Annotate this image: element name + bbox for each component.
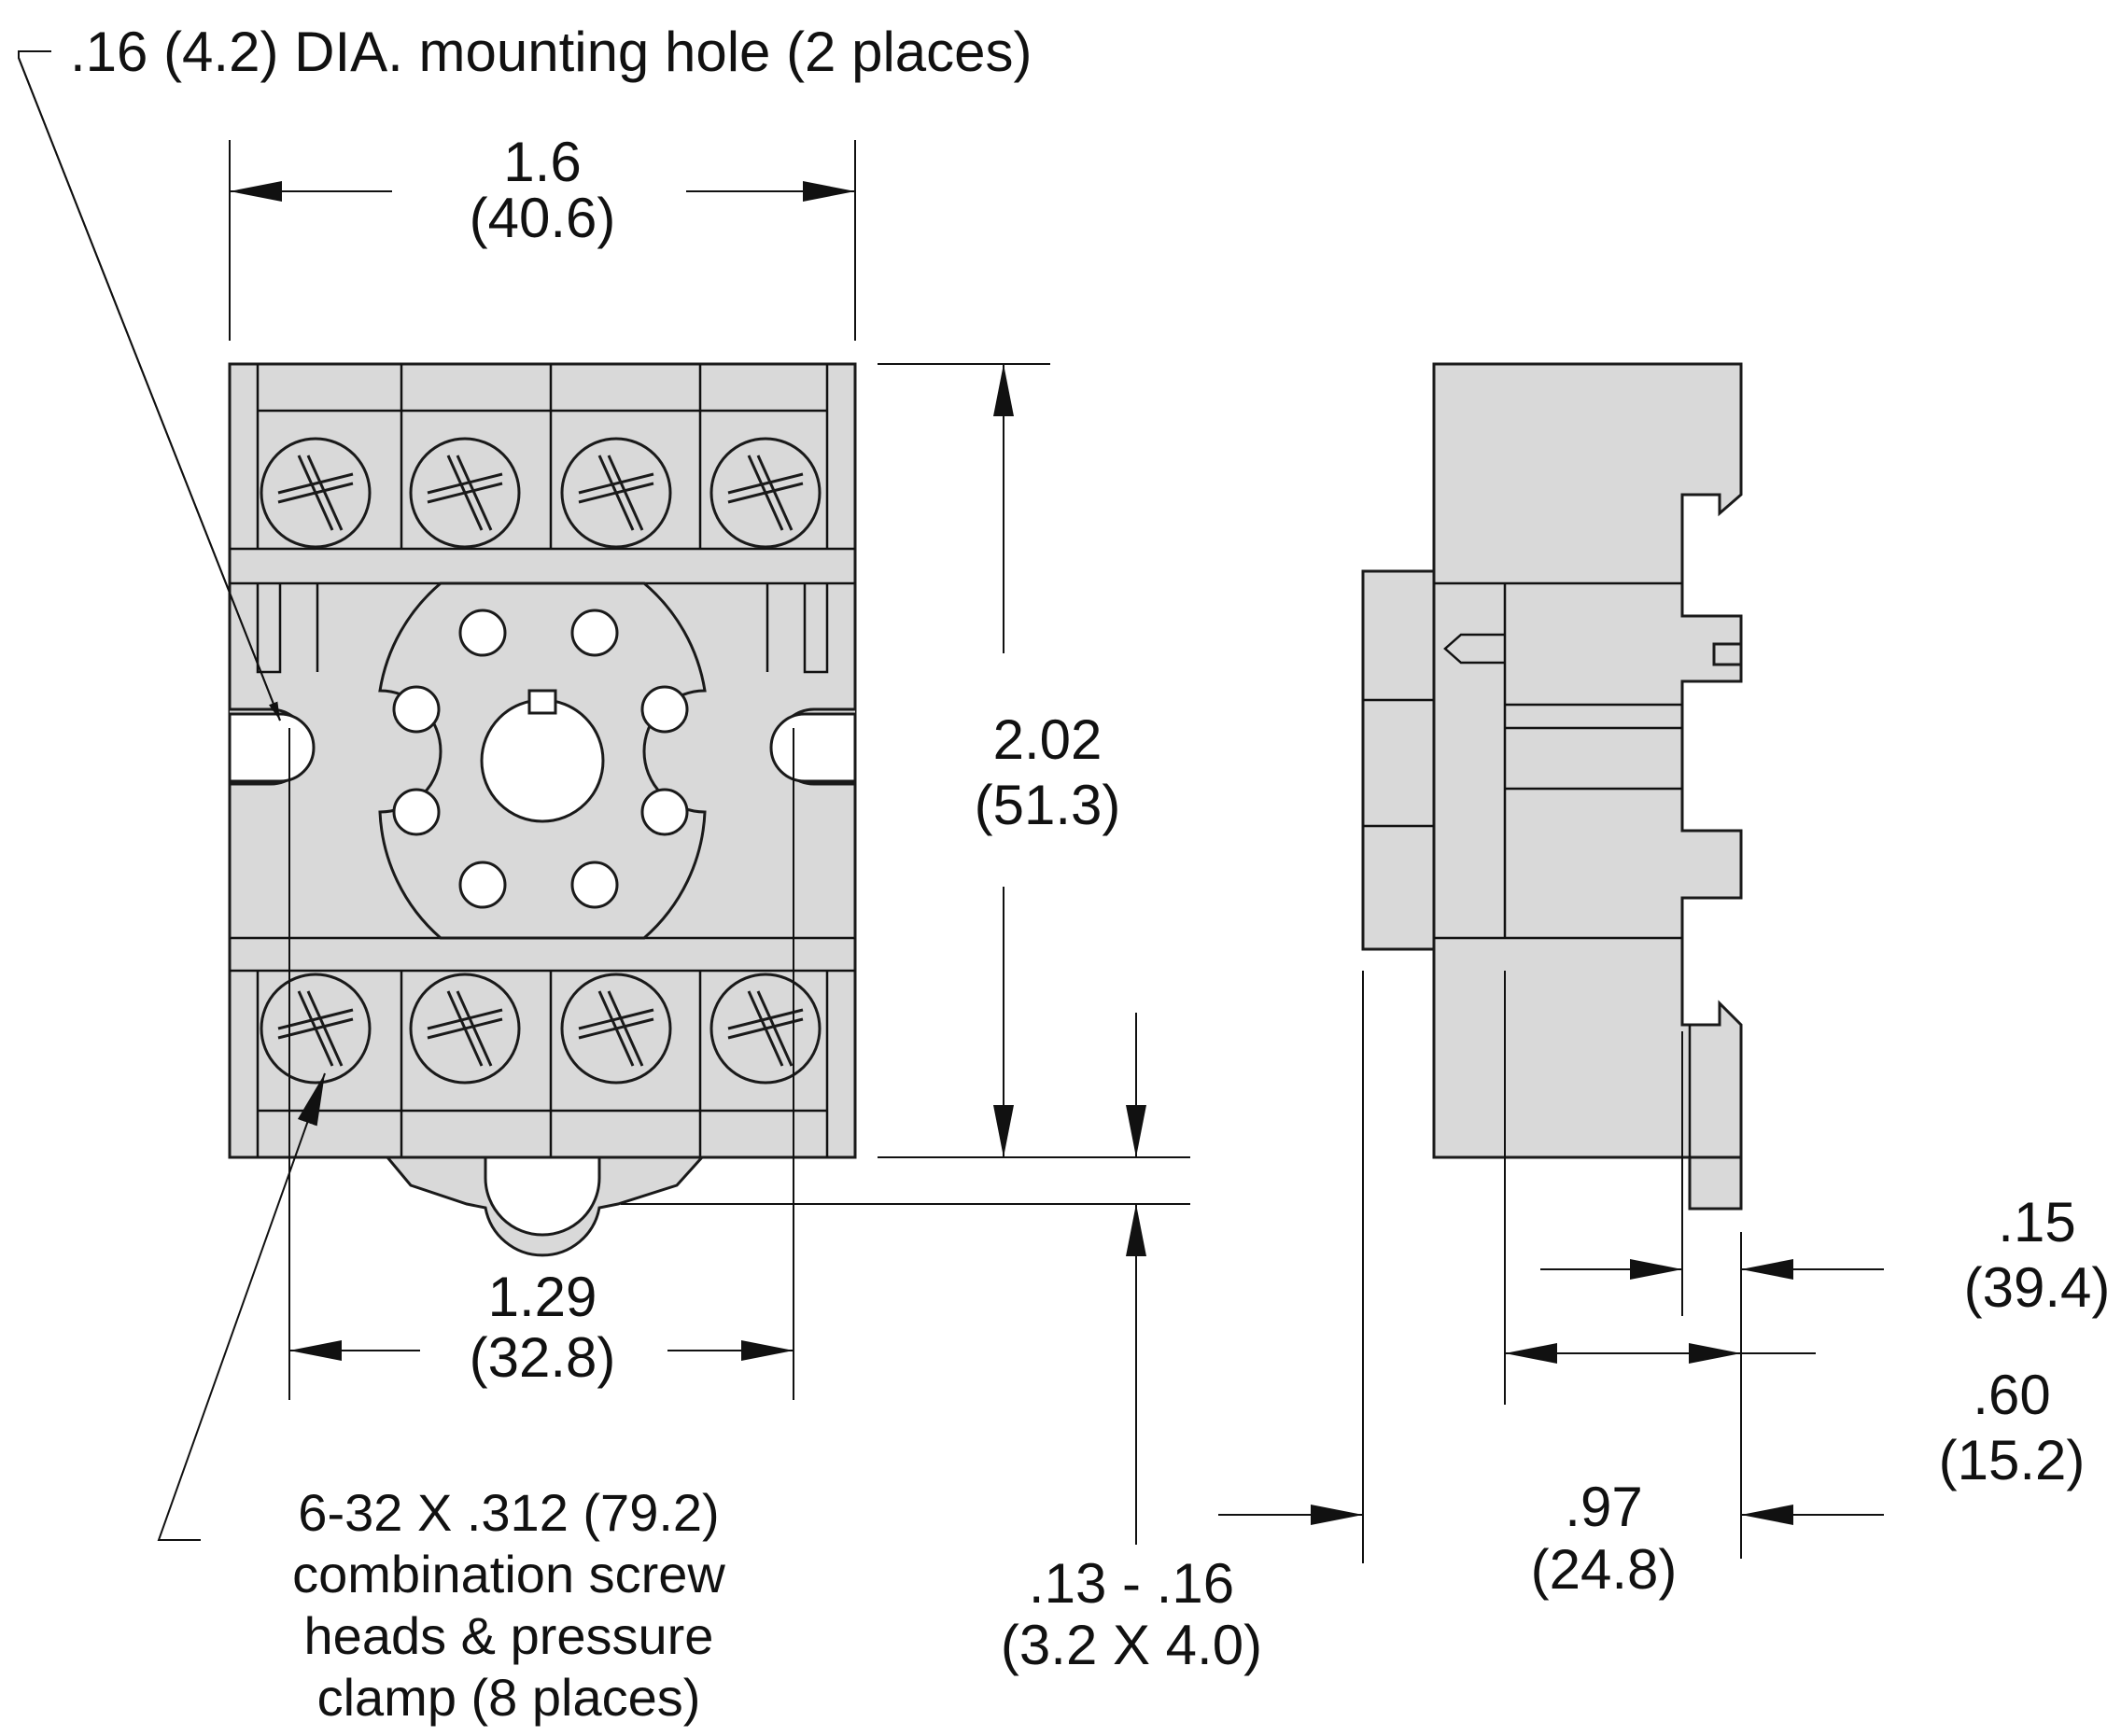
height-dim-mm: (51.3)	[975, 774, 1121, 836]
slot-dimension: .13 - .16 (3.2 X 4.0)	[621, 1013, 1262, 1676]
top-screws	[260, 437, 822, 549]
pin-hole	[392, 685, 441, 734]
dim-a-mm: (39.4)	[1964, 1256, 2111, 1319]
front-view: 1.6 (40.6) 2.02 (51.3) 1.29 (32.8) .13	[18, 21, 1262, 1727]
dim-b: .60 (15.2)	[1504, 971, 2086, 1525]
pin-hole	[392, 788, 441, 836]
hole-spacing-dimension: 1.29 (32.8)	[288, 728, 794, 1400]
pin-hole	[570, 861, 619, 909]
screw-head-icon	[260, 973, 372, 1085]
screw-head-icon	[560, 973, 672, 1085]
spacing-dim-inch: 1.29	[488, 1266, 597, 1328]
dim-c-inch: .97	[1565, 1476, 1642, 1538]
screw-note-line2: combination screw	[292, 1545, 725, 1603]
dim-b-inch: .60	[1973, 1364, 2050, 1426]
height-dimension: 2.02 (51.3)	[878, 363, 1190, 1158]
screw-head-icon	[560, 437, 672, 549]
dim-b-mm: (15.2)	[1939, 1429, 2086, 1491]
pin-hole	[458, 861, 507, 909]
front-face-module	[1361, 569, 1436, 951]
dim-c-mm: (24.8)	[1531, 1538, 1678, 1601]
slot-dim-mm: (3.2 X 4.0)	[1001, 1614, 1262, 1676]
width-dim-mm: (40.6)	[470, 187, 616, 249]
pin-holes	[392, 609, 689, 909]
spacing-dim-mm: (32.8)	[470, 1326, 616, 1389]
width-dim-inch: 1.6	[503, 131, 581, 193]
pin-hole	[640, 788, 689, 836]
screw-head-icon	[409, 973, 521, 1085]
center-key-hole	[480, 698, 605, 823]
height-dim-inch: 2.02	[993, 708, 1103, 771]
screw-head-icon	[409, 437, 521, 549]
screw-head-icon	[260, 437, 372, 549]
mounting-hole-leader: .16 (4.2) DIA. mounting hole (2 places)	[18, 21, 1032, 721]
pin-hole	[640, 685, 689, 734]
key-notch	[527, 689, 557, 715]
side-view: .15 (39.4) .60 (15.2) .97 (24.8)	[1218, 362, 2110, 1601]
mounting-hole-note: .16 (4.2) DIA. mounting hole (2 places)	[70, 21, 1032, 83]
pin-hole	[458, 609, 507, 657]
right-mounting-hole	[769, 712, 857, 783]
screw-note-line3: heads & pressure	[304, 1606, 714, 1665]
left-mounting-hole	[228, 712, 316, 783]
dim-a-inch: .15	[1998, 1191, 2075, 1253]
dim-c: .97 (24.8)	[1218, 971, 1677, 1601]
pin-hole	[570, 609, 619, 657]
screw-head-icon	[709, 437, 822, 549]
slot-dim-inch: .13 - .16	[1029, 1552, 1234, 1615]
screw-head-icon	[709, 973, 822, 1085]
screw-note-line1: 6-32 X .312 (79.2)	[298, 1483, 719, 1542]
screw-note-line4: clamp (8 places)	[317, 1668, 701, 1727]
side-body	[1432, 362, 1743, 1159]
dim-a: .15 (39.4)	[1540, 1031, 2110, 1559]
width-dimension: 1.6 (40.6)	[229, 131, 856, 341]
din-clip	[1688, 1155, 1743, 1211]
screw-note-leader: 6-32 X .312 (79.2) combination screw hea…	[157, 1072, 725, 1727]
